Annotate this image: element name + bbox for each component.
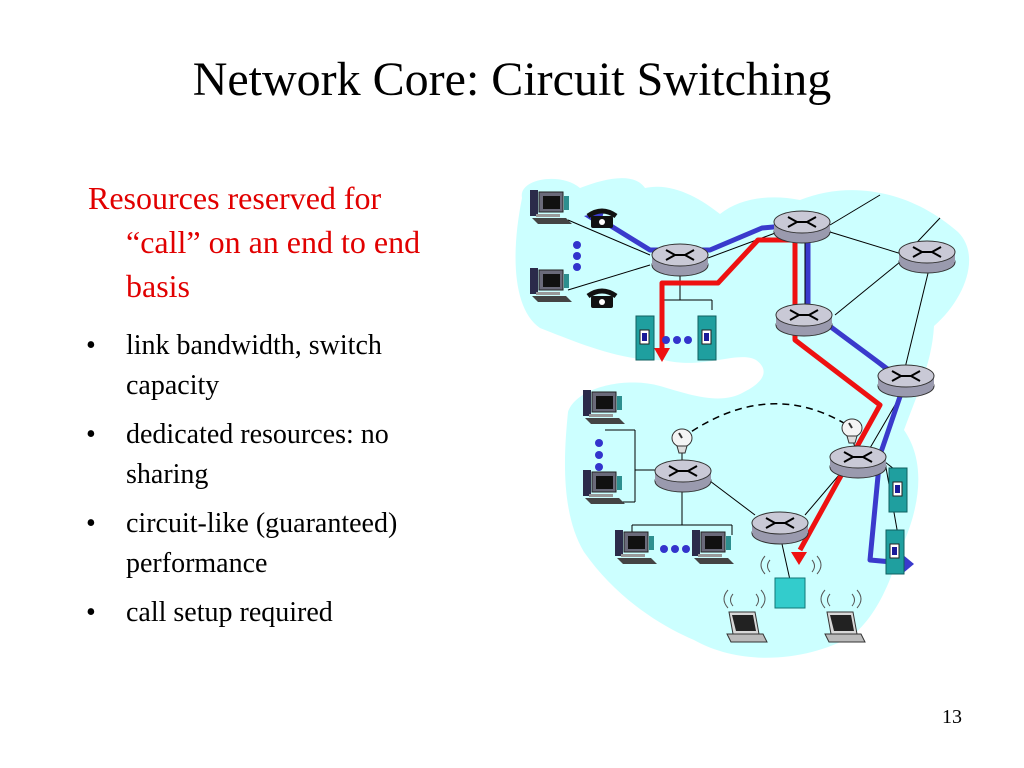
router — [775, 303, 833, 337]
bullet-list: • link bandwidth, switch capacity • dedi… — [82, 326, 502, 642]
server-icon — [635, 315, 655, 361]
router — [651, 243, 709, 277]
bullet-item: • call setup required — [82, 593, 502, 633]
telephone-icon — [588, 291, 616, 308]
bullet-line: circuit-like (guaranteed) — [126, 508, 398, 539]
bullet-line: performance — [126, 548, 268, 579]
bullet-line: capacity — [126, 370, 220, 401]
router — [898, 240, 956, 274]
bullet-line: call setup required — [126, 597, 333, 628]
circuit-path-red — [654, 237, 883, 565]
lead-line-2: “call” on an end to end — [126, 224, 421, 260]
bullet-item: • link bandwidth, switch capacity — [82, 326, 502, 406]
router — [877, 364, 935, 398]
bullet-marker: • — [86, 597, 96, 628]
bullet-marker: • — [86, 330, 96, 361]
bullet-line: sharing — [126, 459, 209, 490]
wireless-access-point — [774, 577, 806, 609]
router — [751, 511, 809, 545]
router — [654, 459, 712, 493]
bullet-item: • circuit-like (guaranteed) performance — [82, 504, 502, 584]
lead-line-1: Resources reserved for — [88, 180, 382, 216]
ellipsis-dots — [573, 241, 692, 553]
router — [829, 445, 887, 479]
server-icon — [697, 315, 717, 361]
router — [773, 210, 831, 244]
server-icon — [888, 467, 908, 513]
bullet-marker: • — [86, 419, 96, 450]
slide-title: Network Core: Circuit Switching — [192, 53, 832, 106]
slide-number: 13 — [942, 706, 962, 728]
network-diagram — [515, 178, 970, 658]
bullet-line: link bandwidth, switch — [126, 330, 382, 361]
telephone-icon — [588, 211, 616, 228]
bullet-item: • dedicated resources: no sharing — [82, 415, 502, 495]
bullet-line: dedicated resources: no — [126, 419, 389, 450]
wireless-waves — [723, 555, 862, 609]
lead-line-3: basis — [126, 268, 190, 304]
server-icon — [885, 529, 905, 575]
lead-text: Resources reserved for “call” on an end … — [88, 176, 508, 308]
bullet-marker: • — [86, 508, 96, 539]
